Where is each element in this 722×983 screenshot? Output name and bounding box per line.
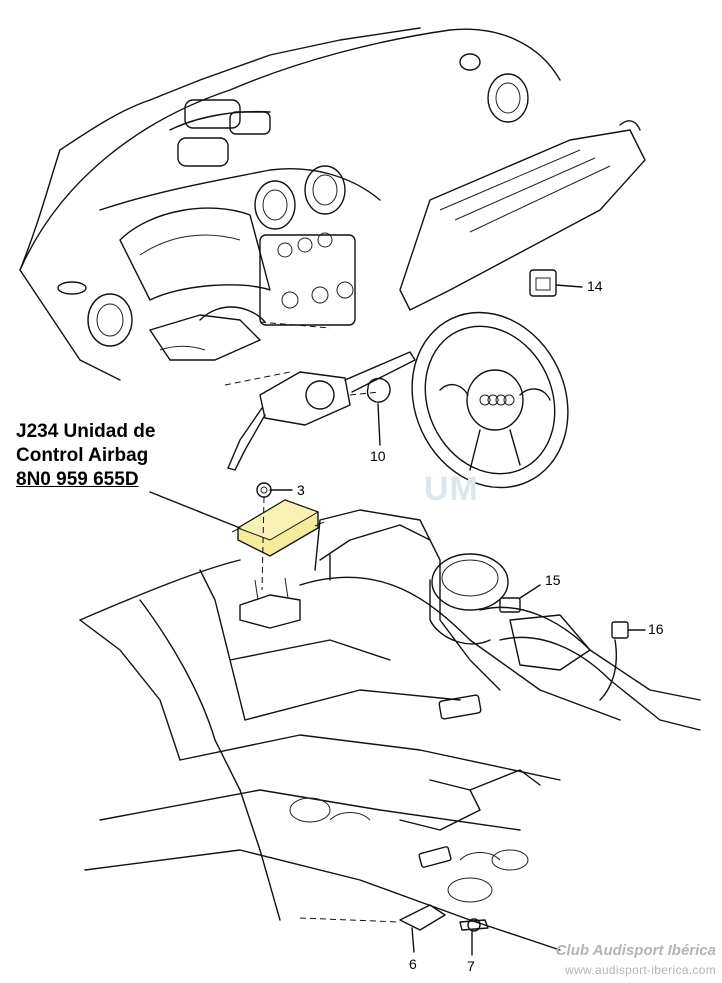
ref-label-16: 16 <box>648 621 664 637</box>
part-number: 8N0 959 655D <box>16 469 139 490</box>
ref-label-3: 3 <box>297 482 305 498</box>
dashboard <box>20 28 560 380</box>
center-console <box>315 510 700 730</box>
steering-wheel <box>384 287 596 514</box>
fasteners <box>400 905 488 955</box>
ref-label-14: 14 <box>587 278 603 294</box>
floor-pan <box>80 525 620 950</box>
airbag-control-module <box>150 483 324 628</box>
watermark-center-mark: UM <box>424 470 479 508</box>
ref-label-10: 10 <box>370 448 386 464</box>
watermark-url: www.audisport-iberica.com <box>565 963 716 977</box>
ref-label-15: 15 <box>545 572 561 588</box>
ref-label-7: 7 <box>467 958 475 974</box>
watermark-brand: Club Audisport Ibérica <box>555 942 716 959</box>
callout-line-1: J234 Unidad de <box>16 421 156 442</box>
glovebox-assembly <box>400 121 645 310</box>
airbag-module-callout: J234 Unidad de Control Airbag 8N0 959 65… <box>16 420 236 492</box>
combination-switch <box>225 352 415 470</box>
ref-label-6: 6 <box>409 956 417 972</box>
callout-line-2: Control Airbag <box>16 445 149 466</box>
